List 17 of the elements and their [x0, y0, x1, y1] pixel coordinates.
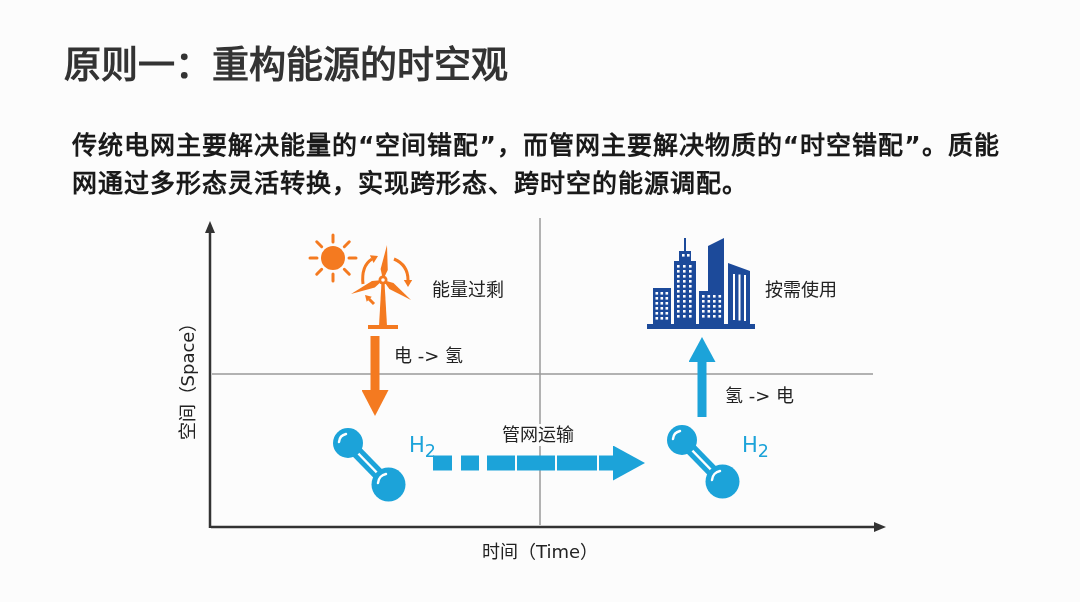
axis-label: 时间（Time）	[481, 541, 599, 563]
arrow	[688, 337, 716, 417]
molecule-icon	[667, 425, 740, 499]
city-buildings-icon	[647, 238, 755, 329]
formula-label: H$_{2}$	[742, 433, 769, 464]
edge-label: 氢 -> 电	[723, 385, 797, 407]
edge-label: 管网运输	[500, 424, 576, 446]
node-label: 能量过剩	[432, 279, 504, 301]
arrow	[361, 336, 389, 416]
intro-paragraph: 传统电网主要解决能量的“空间错配”，而管网主要解决物质的“时空错配”。质能网通过多形态灵活转换，实现跨形态、跨时空的能源调配。	[72, 130, 1001, 200]
arrow	[433, 445, 645, 481]
node-label: 按需使用	[765, 279, 837, 301]
formula-label: H$_{2}$	[409, 433, 436, 464]
title: 原则一：重构能源的时空观	[64, 43, 508, 89]
axis-label: 空间（Space）	[177, 313, 199, 441]
molecule-icon	[333, 428, 406, 502]
sun-and-wind-turbine-icon	[308, 233, 414, 330]
